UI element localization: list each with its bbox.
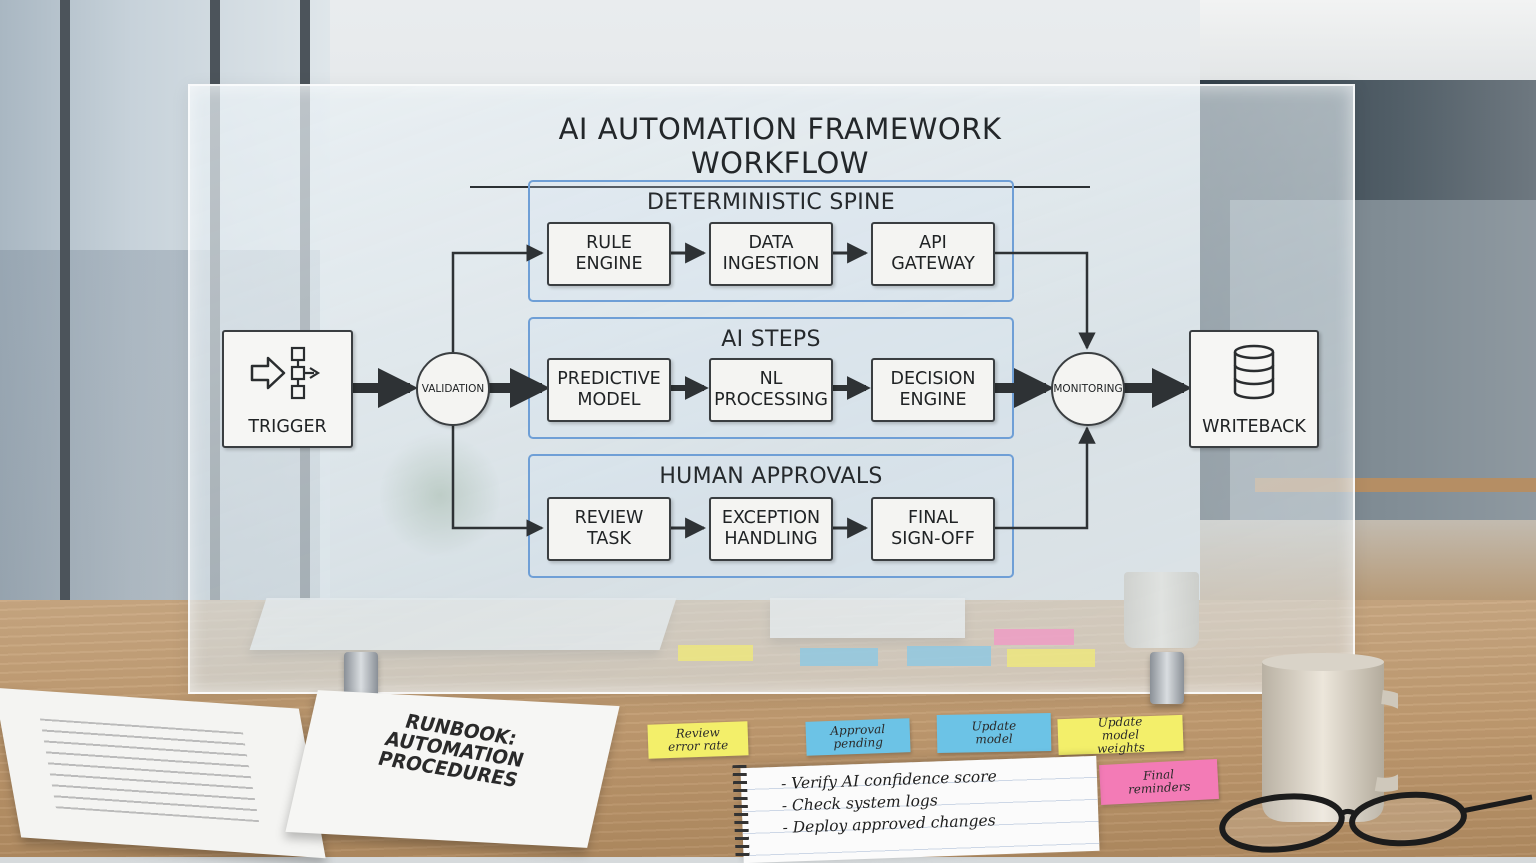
sticky-note: Final reminders	[1099, 758, 1219, 806]
notebook-line: - Check system logs	[781, 791, 939, 815]
runbook-left-page	[0, 687, 326, 859]
background-sticky	[800, 648, 878, 666]
group-title: AI STEPS	[721, 327, 821, 352]
background-sticky	[994, 629, 1074, 645]
writeback-label: WRITEBACK	[1202, 417, 1306, 437]
runbook-right-page: RUNBOOK: AUTOMATION PROCEDURES	[285, 690, 620, 848]
group-title: DETERMINISTIC SPINE	[647, 190, 895, 215]
node-trigger: TRIGGER	[222, 330, 353, 448]
trigger-label: TRIGGER	[248, 417, 327, 437]
node-review-task: REVIEW TASK	[547, 497, 671, 561]
node-rule-engine: RULE ENGINE	[547, 222, 671, 286]
node-predictive-model: PREDICTIVE MODEL	[547, 358, 671, 422]
notebook-line: - Verify AI confidence score	[780, 767, 998, 793]
sticky-note: Review error rate	[647, 721, 749, 759]
node-writeback: WRITEBACK	[1189, 330, 1319, 448]
node-data-ingestion: DATA INGESTION	[709, 222, 833, 286]
diagram-title: AI AUTOMATION FRAMEWORK WORKFLOW	[470, 112, 1090, 188]
database-icon	[1233, 344, 1275, 400]
node-exception-handling: EXCEPTION HANDLING	[709, 497, 833, 561]
sticky-note: Update model weights	[1057, 714, 1184, 755]
notebook-line: - Deploy approved changes	[782, 811, 996, 837]
node-validation: VALIDATION	[416, 352, 490, 426]
group-title: HUMAN APPROVALS	[659, 464, 883, 489]
runbook-text-lines	[39, 718, 260, 823]
eyeglasses	[1219, 791, 1533, 853]
runbook-title: RUNBOOK: AUTOMATION PROCEDURES	[374, 710, 527, 792]
background-sticky	[678, 645, 753, 661]
node-nl-processing: NL PROCESSING	[709, 358, 833, 422]
window-frame	[60, 0, 70, 700]
coffee-mug	[1262, 653, 1398, 822]
glass-stand-right	[1150, 652, 1184, 704]
node-monitoring: MONITORING	[1051, 352, 1125, 426]
node-decision-engine: DECISION ENGINE	[871, 358, 995, 422]
sticky-note: Update model	[936, 713, 1052, 753]
background-sticky	[1007, 649, 1095, 667]
background-sticky	[907, 646, 991, 666]
node-final-sign-off: FINAL SIGN-OFF	[871, 497, 995, 561]
node-api-gateway: API GATEWAY	[871, 222, 995, 286]
workflow-icon	[250, 346, 321, 400]
spiral-notebook: - Verify AI confidence score - Check sys…	[740, 755, 1100, 863]
sticky-note: Approval pending	[805, 718, 911, 756]
